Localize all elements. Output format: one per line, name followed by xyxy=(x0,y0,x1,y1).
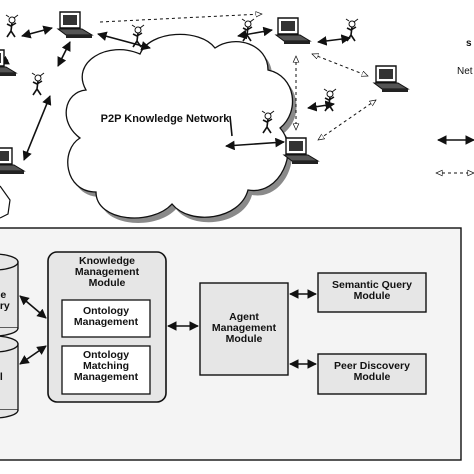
agent-icon xyxy=(5,14,19,38)
knowledge-cloud xyxy=(65,33,297,223)
cylinder-top-label: ge ery xyxy=(0,289,18,313)
ontology-management-box xyxy=(61,299,151,338)
ontology-management-label: Ontology Management xyxy=(62,305,150,329)
discovery-links xyxy=(99,14,376,140)
agent-management-module xyxy=(199,282,289,376)
omm-line3: Management xyxy=(73,371,139,384)
peer-discovery-label: Peer Discovery Module xyxy=(318,360,426,384)
sq-line1: Semantic Query xyxy=(332,279,412,291)
legend-partial-s: s xyxy=(466,38,472,49)
knowledge-management-label: Knowledge Management Module xyxy=(48,255,166,290)
peer-discovery-module xyxy=(317,353,427,395)
laptop-icon xyxy=(57,11,93,39)
am-line2: Management xyxy=(211,322,277,335)
omm-line2: Matching xyxy=(82,360,130,373)
omm-line1: Ontology xyxy=(82,349,130,361)
network-links xyxy=(0,25,351,161)
am-line3: Module xyxy=(225,333,263,346)
pd-line1: Peer Discovery xyxy=(334,360,410,372)
laptop-icon xyxy=(275,17,311,45)
cylinder-top xyxy=(0,253,19,337)
cylinder-bottom-line2: e xyxy=(0,383,18,394)
legend xyxy=(436,135,474,173)
cylinder-bottom-label: al e xyxy=(0,371,18,394)
sq-line2: Module xyxy=(353,290,391,303)
am-line1: Agent xyxy=(229,311,259,323)
legend-partial-net: Net xyxy=(457,66,473,77)
cylinder-bottom-line1: al xyxy=(0,371,3,383)
cable-left xyxy=(0,185,11,219)
cylinder-bottom xyxy=(0,335,19,419)
pd-line2: Module xyxy=(353,371,391,384)
semantic-query-label: Semantic Query Module xyxy=(318,279,426,303)
ontology-matching-label: Ontology Matching Management xyxy=(62,349,150,384)
agent-icon xyxy=(241,18,255,42)
om-line2: Management xyxy=(73,316,139,329)
cloud-label: P2P Knowledge Network xyxy=(100,113,230,125)
km-line3: Module xyxy=(88,277,126,290)
agent-icon xyxy=(323,88,337,112)
km-line2: Management xyxy=(74,266,140,279)
ontology-matching-box xyxy=(61,345,151,395)
module-links xyxy=(19,289,317,369)
semantic-query-module xyxy=(317,272,427,313)
km-line1: Knowledge xyxy=(78,255,135,267)
cylinder-top-line1: ge xyxy=(0,289,7,301)
agent-icon xyxy=(31,72,45,96)
laptop-icon xyxy=(373,65,409,93)
cloud-shape xyxy=(65,33,294,219)
laptop-icon xyxy=(0,147,25,175)
om-line1: Ontology xyxy=(82,305,130,317)
agent-management-label: Agent Management Module xyxy=(200,311,288,346)
laptop-icon xyxy=(0,49,17,77)
cylinder-top-line2: ery xyxy=(0,300,10,313)
